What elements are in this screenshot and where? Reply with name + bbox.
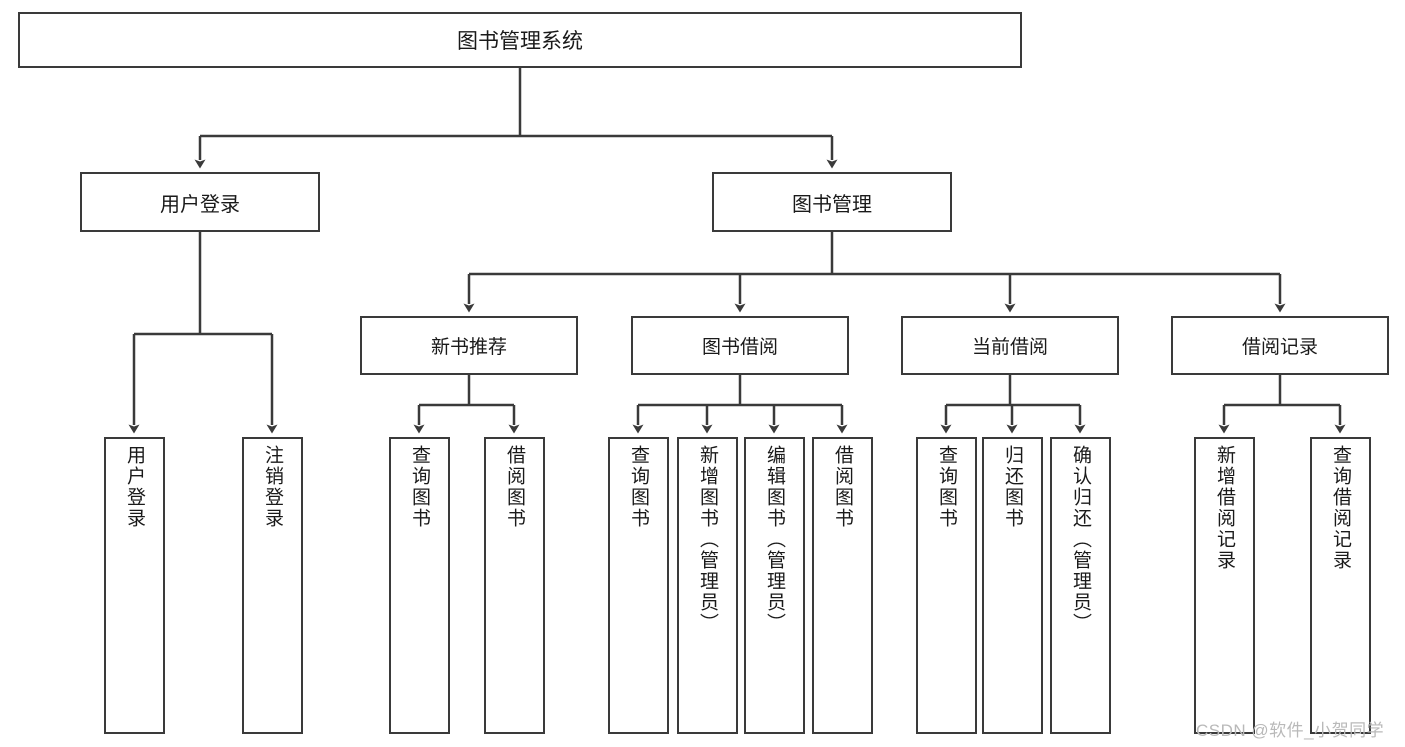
node-leaf-borrow-book-2-label: 借阅图书: [832, 445, 853, 529]
node-leaf-add-record-label: 新增借阅记录: [1214, 445, 1235, 571]
node-book-manage[interactable]: 图书管理: [712, 172, 952, 232]
node-leaf-confirm-return-label: 确认归还（管理员）: [1070, 445, 1091, 634]
node-leaf-logout-label: 注销登录: [262, 445, 283, 529]
node-leaf-borrow-book-1-label: 借阅图书: [504, 445, 525, 529]
node-user-login-label: 用户登录: [160, 193, 240, 216]
node-leaf-query-record-label: 查询借阅记录: [1330, 445, 1351, 571]
node-leaf-add-record[interactable]: 新增借阅记录: [1194, 437, 1255, 734]
node-leaf-query-book-2[interactable]: 查询图书: [608, 437, 669, 734]
node-new-book-recommend[interactable]: 新书推荐: [360, 316, 578, 375]
node-leaf-add-book-label: 新增图书（管理员）: [697, 445, 718, 634]
node-leaf-query-book-3[interactable]: 查询图书: [916, 437, 977, 734]
node-leaf-return-book-label: 归还图书: [1002, 445, 1023, 529]
node-book-manage-label: 图书管理: [792, 193, 872, 216]
node-leaf-edit-book[interactable]: 编辑图书（管理员）: [744, 437, 805, 734]
node-leaf-query-book-3-label: 查询图书: [936, 445, 957, 529]
node-current-borrow-label: 当前借阅: [971, 337, 1048, 358]
node-leaf-query-book-1[interactable]: 查询图书: [389, 437, 450, 734]
node-leaf-edit-book-label: 编辑图书（管理员）: [764, 445, 785, 634]
node-leaf-query-book-1-label: 查询图书: [409, 445, 430, 529]
node-leaf-add-book[interactable]: 新增图书（管理员）: [677, 437, 738, 734]
node-book-borrow-label: 图书借阅: [701, 337, 778, 358]
node-borrow-record[interactable]: 借阅记录: [1171, 316, 1389, 375]
node-leaf-user-login-label: 用户登录: [124, 445, 145, 529]
node-root[interactable]: 图书管理系统: [18, 12, 1022, 68]
node-leaf-confirm-return[interactable]: 确认归还（管理员）: [1050, 437, 1111, 734]
csdn-watermark: CSDN @软件_小贺同学: [1196, 721, 1385, 740]
node-leaf-borrow-book-2[interactable]: 借阅图书: [812, 437, 873, 734]
node-leaf-return-book[interactable]: 归还图书: [982, 437, 1043, 734]
node-leaf-query-book-2-label: 查询图书: [628, 445, 649, 529]
node-new-book-recommend-label: 新书推荐: [430, 337, 507, 358]
node-current-borrow[interactable]: 当前借阅: [901, 316, 1119, 375]
node-leaf-query-record[interactable]: 查询借阅记录: [1310, 437, 1371, 734]
node-leaf-logout[interactable]: 注销登录: [242, 437, 303, 734]
node-book-borrow[interactable]: 图书借阅: [631, 316, 849, 375]
node-user-login[interactable]: 用户登录: [80, 172, 320, 232]
node-leaf-borrow-book-1[interactable]: 借阅图书: [484, 437, 545, 734]
node-leaf-user-login[interactable]: 用户登录: [104, 437, 165, 734]
node-root-label: 图书管理系统: [457, 30, 583, 53]
node-borrow-record-label: 借阅记录: [1241, 337, 1318, 358]
